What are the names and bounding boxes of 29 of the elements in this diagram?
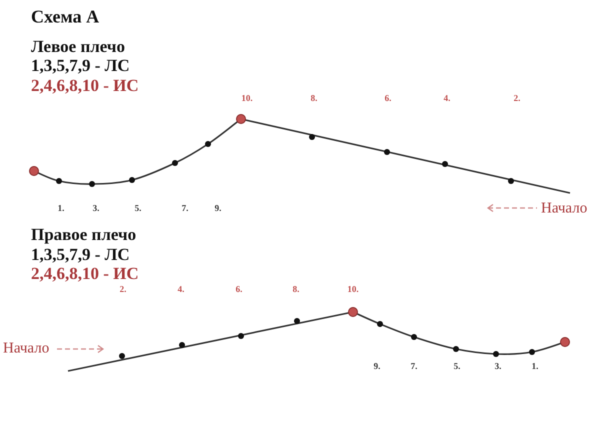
section-heading: Левое плечо — [31, 37, 125, 57]
row-number: 9. — [214, 202, 222, 214]
row-number: 2. — [514, 92, 520, 104]
row-number: 10. — [347, 284, 359, 294]
row-number: 2. — [120, 284, 126, 294]
row-number: 1. — [532, 360, 538, 372]
row-number: 8. — [310, 92, 318, 104]
start-label: Начало — [541, 200, 588, 218]
row-number: 5. — [134, 202, 142, 214]
start-label: Начало — [3, 340, 50, 358]
row-note: 1,3,5,7,9 - ЛС — [31, 56, 130, 76]
row-number: 1. — [58, 202, 64, 214]
row-number: 6. — [236, 284, 242, 294]
row-note: 2,4,6,8,10 - ИС — [31, 76, 139, 96]
row-number: 7. — [182, 202, 188, 214]
row-number: 5. — [454, 360, 460, 372]
row-number: 10. — [241, 92, 253, 104]
row-note: 1,3,5,7,9 - ЛС — [31, 245, 130, 265]
row-number: 3. — [494, 360, 502, 372]
row-number: 4. — [444, 92, 450, 104]
row-number: 8. — [292, 284, 300, 294]
title: Схема А — [31, 6, 100, 28]
row-number: 9. — [374, 360, 380, 372]
row-number: 4. — [178, 284, 184, 294]
section-heading: Правое плечо — [31, 225, 136, 245]
row-note: 2,4,6,8,10 - ИС — [31, 264, 139, 284]
row-number: 3. — [92, 202, 100, 214]
row-number: 7. — [410, 360, 418, 372]
row-number: 6. — [384, 92, 392, 104]
